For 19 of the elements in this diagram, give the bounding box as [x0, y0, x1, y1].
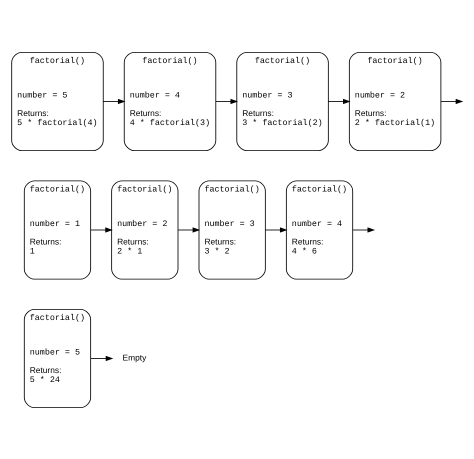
node-box: factorial() number = 2 Returns: 2 * 1: [111, 180, 178, 280]
arrow: [103, 98, 126, 104]
arrow: [440, 98, 464, 104]
arrow: [265, 226, 288, 232]
node-box: factorial() number = 4 Returns: 4 * factorial(3): [124, 51, 216, 151]
node-text: Empty: [122, 352, 146, 362]
arrow: [352, 226, 376, 232]
arrow: [216, 98, 238, 104]
node-box: factorial() number = 1 Returns: 1: [24, 180, 92, 280]
node-box: factorial() number = 5 Returns: 5 * 24: [24, 308, 92, 408]
arrow: [90, 226, 113, 232]
arrow: [328, 98, 351, 104]
arrow: [178, 226, 200, 232]
node-box: factorial() number = 4 Returns: 4 * 6: [286, 180, 354, 280]
node-box: factorial() number = 3 Returns: 3 * factorial(2): [236, 51, 329, 151]
node-box: factorial() number = 2 Returns: 2 * factorial(1): [348, 51, 442, 151]
node-box: factorial() number = 5 Returns: 5 * factorial(4): [11, 51, 104, 151]
node-box: factorial() number = 3 Returns: 3 * 2: [198, 180, 266, 280]
arrow: [90, 355, 114, 361]
